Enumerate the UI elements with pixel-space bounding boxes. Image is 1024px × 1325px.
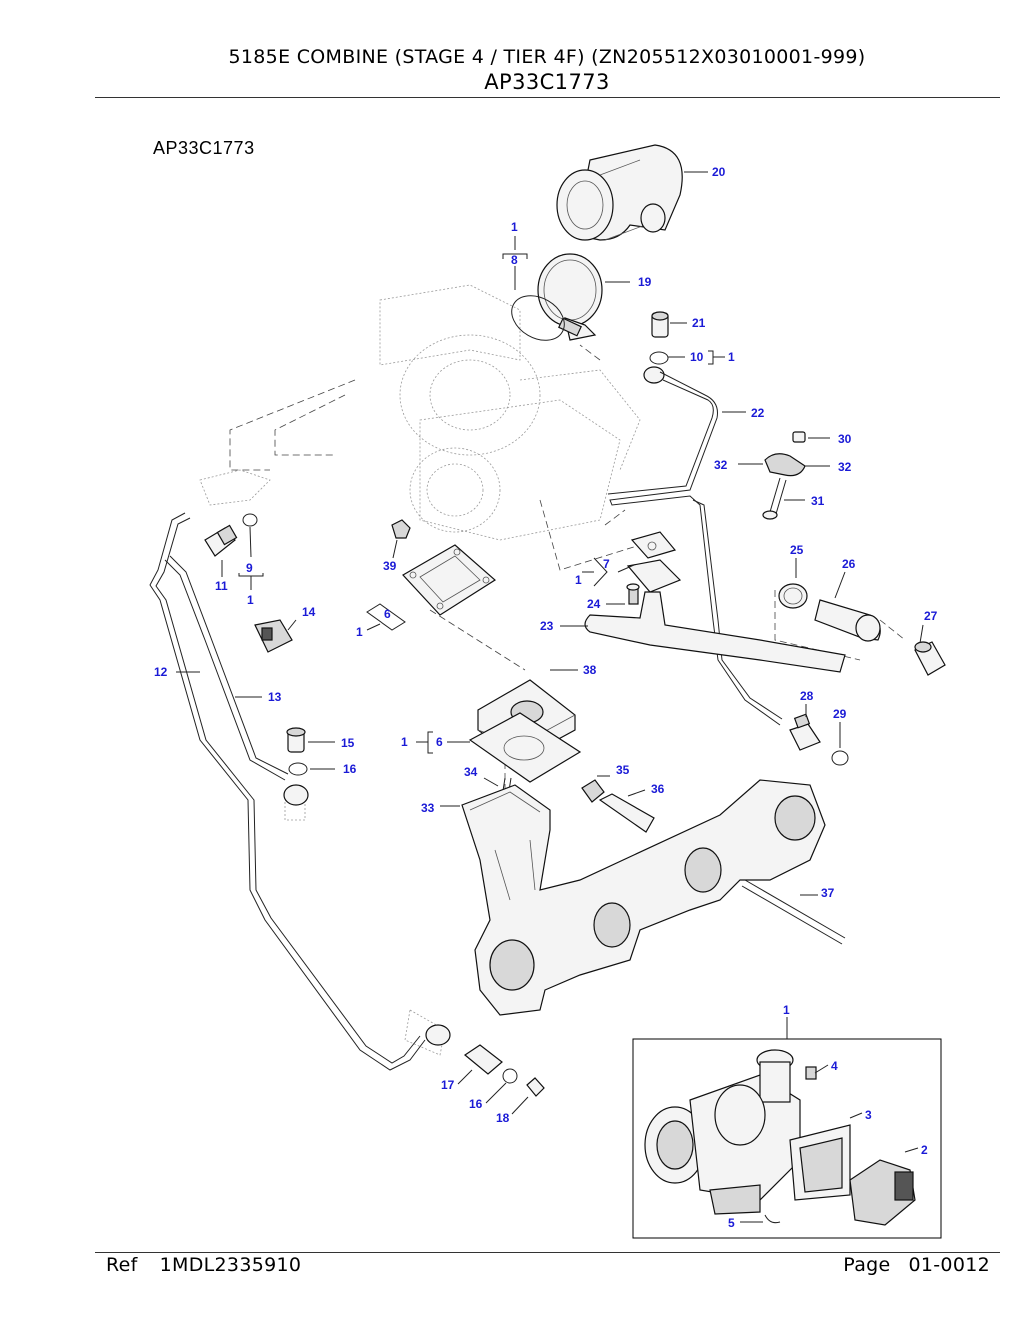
ref-value: 1MDL2335910 [159,1254,302,1276]
banjo-end-lower [425,1024,451,1046]
callout-25: 25 [790,543,804,557]
part-16-washer-upper [288,762,308,776]
part-10-washer [649,351,669,365]
callout-9: 9 [246,561,253,575]
callout-13: 13 [268,690,282,704]
callout-18: 18 [496,1111,510,1125]
part-24-bolt [626,583,640,605]
part-22-oil-line [607,366,783,726]
part-35-nut [581,779,605,803]
callout-10: 10 [690,350,704,364]
callout-2: 2 [921,1143,928,1157]
page-label: Page [843,1254,891,1276]
part-6-gasket-lower [468,712,582,783]
callout-16-upper: 16 [343,762,357,776]
callout-38: 38 [583,663,597,677]
callout-11: 11 [215,579,228,593]
callout-5: 5 [728,1216,735,1230]
callout-26: 26 [842,557,856,571]
footer-reference: Ref 1MDL2335910 [106,1254,301,1276]
banjo-end-upper [283,784,309,806]
callout-numbers: 20 1 8 19 21 10 1 22 30 32 32 31 9 11 1 … [154,165,938,1230]
callout-14: 14 [302,605,316,619]
callout-22: 22 [751,406,765,420]
part-33-exhaust-manifold [461,779,826,1016]
callout-33: 33 [421,801,435,815]
callout-32-left: 32 [714,458,728,472]
callout-4: 4 [831,1059,838,1073]
callout-6-upper: 6 [384,607,391,621]
leader-lines [176,171,924,1223]
part-21-banjo-bolt [651,311,669,338]
callout-16-lower: 16 [469,1097,483,1111]
callout-1-7: 1 [575,573,582,587]
callout-1-6-upper: 1 [356,625,363,639]
part-37-stud [741,879,846,945]
part-23-crossover-pipe [584,559,846,673]
part-18-plug [526,1077,545,1097]
callout-39: 39 [383,559,397,573]
part-36-spacer [598,793,655,833]
callout-8: 8 [511,253,518,267]
document-title: 5185E COMBINE (STAGE 4 / TIER 4F) (ZN205… [228,46,866,68]
part-25-hose-clamp [778,583,808,609]
ref-label: Ref [106,1254,138,1276]
part-19-band-clamp [537,253,603,341]
callout-19: 19 [638,275,652,289]
part-32-clip [764,453,806,477]
callout-12: 12 [154,665,168,679]
document-subtitle: AP33C1773 [484,70,610,94]
part-28-fitting [789,713,821,751]
header-rule [95,97,1000,98]
part-12-oil-return-tube [149,512,426,1071]
callout-23: 23 [540,619,554,633]
footer-rule [95,1252,1000,1253]
callout-1-6-lower: 1 [401,735,408,749]
part-11-fitting [204,524,238,557]
callout-1-inset: 1 [783,1003,790,1017]
callout-17: 17 [441,1078,455,1092]
part-7-gasket-small [630,531,677,559]
callout-36: 36 [651,782,665,796]
callout-28: 28 [800,689,814,703]
part-16-washer-lower [502,1068,518,1084]
callout-32-right: 32 [838,460,852,474]
part-15-banjo-bolt [286,727,306,753]
callout-1-9: 1 [247,593,254,607]
inset-turbocharger-assembly [632,1038,942,1239]
part-13-oil-tube [164,555,289,781]
callout-15: 15 [341,736,355,750]
callout-29: 29 [833,707,847,721]
part-20-elbow-hose [556,144,683,241]
part-6-gasket-upper [402,544,496,616]
callout-3: 3 [865,1108,872,1122]
part-9-washer [242,513,258,527]
figure-label: AP33C1773 [153,138,255,158]
callout-30: 30 [838,432,852,446]
callout-27: 27 [924,609,938,623]
callout-20: 20 [712,165,726,179]
part-27-sleeve [914,641,946,676]
part-39-nut [391,519,411,539]
callout-7: 7 [603,557,610,571]
callout-34: 34 [464,765,478,779]
callout-6-lower: 6 [436,735,443,749]
callout-1-top: 1 [511,220,518,234]
callout-1-10: 1 [728,350,735,364]
part-30-nut [792,431,806,443]
footer-page: Page 01-0012 [843,1254,990,1276]
callout-24: 24 [587,597,601,611]
part-26-hose [814,599,881,642]
page-value: 01-0012 [908,1254,990,1276]
part-31-bolt [762,477,787,520]
callout-35: 35 [616,763,630,777]
callout-31: 31 [811,494,825,508]
callout-37: 37 [821,886,835,900]
callout-21: 21 [692,316,706,330]
part-8-o-ring [511,295,565,341]
part-29-washer [831,750,849,766]
part-14-bracket [254,619,293,653]
part-17-banjo-bolt [463,1044,503,1075]
